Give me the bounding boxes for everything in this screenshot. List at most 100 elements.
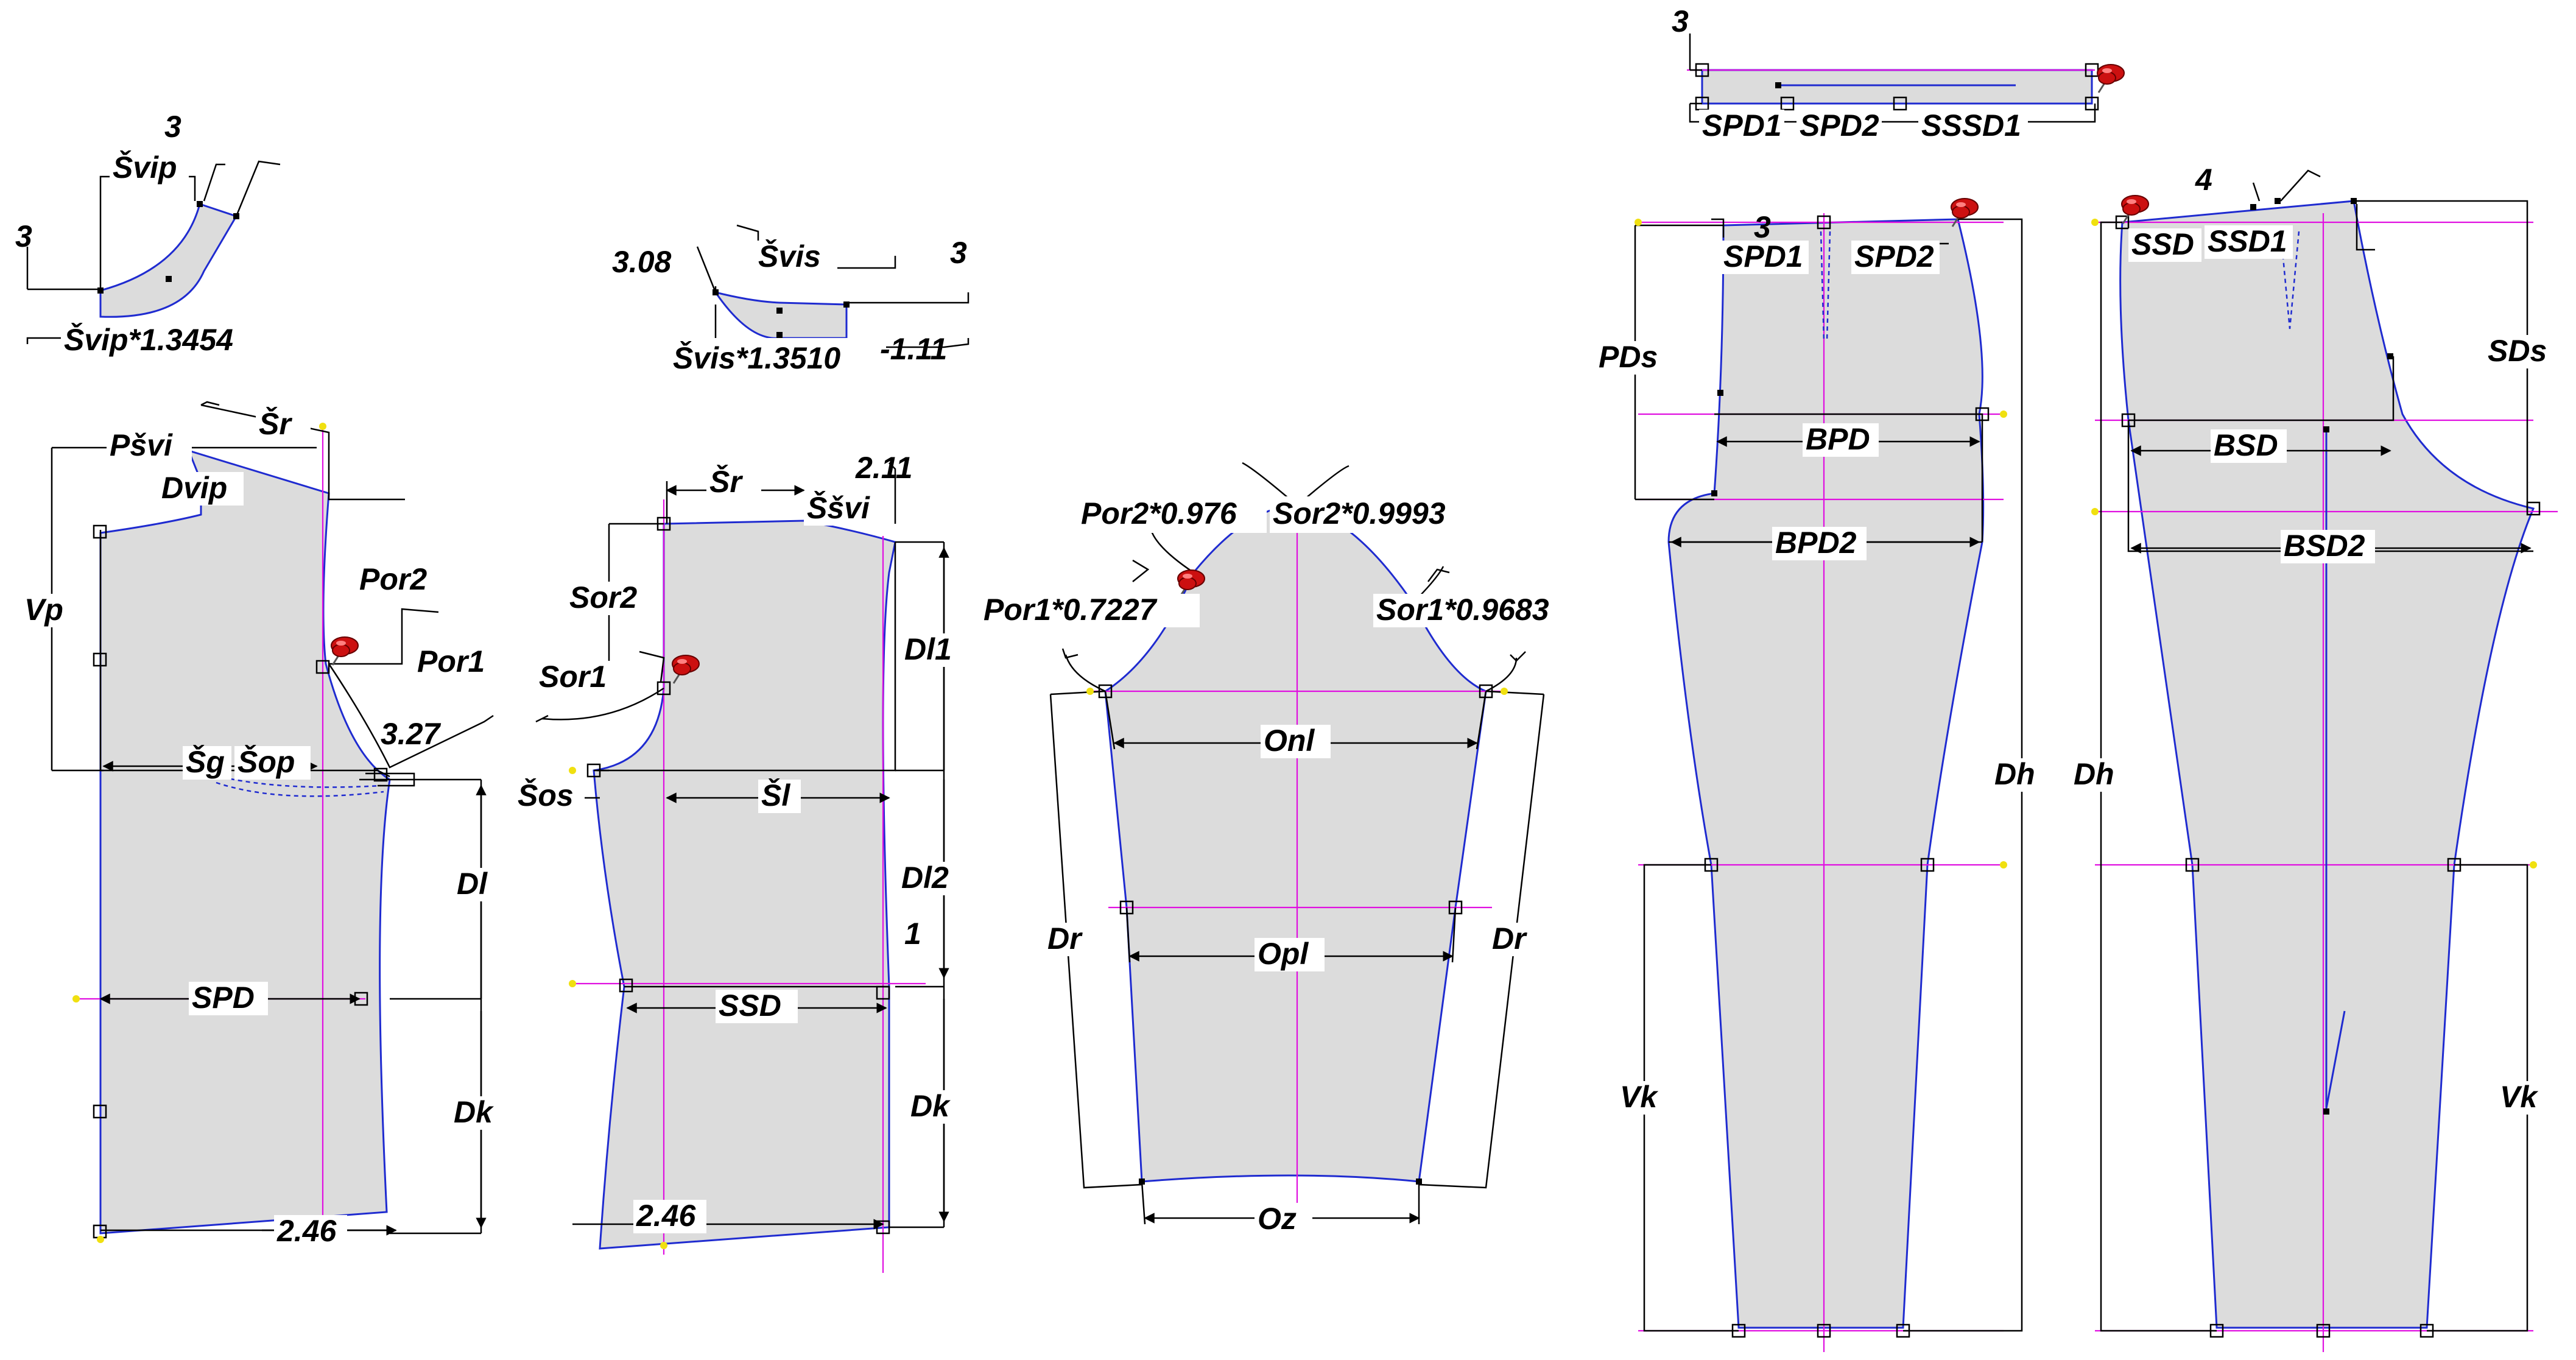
label-right-3: 3: [950, 236, 967, 270]
marker-dot: [2091, 508, 2099, 515]
front-bodice-piece[interactable]: Pšvi Šr Dvip Vp Por2 Por1 3.27 Šg Šop Dl…: [21, 401, 505, 1249]
grid-point-marker-icon: [2526, 501, 2541, 516]
point-marker: [2250, 204, 2256, 210]
label-ssd: SSD: [719, 988, 781, 1023]
dim-top-3: [203, 163, 225, 202]
push-pin-icon[interactable]: [2096, 63, 2125, 94]
grid-point-marker-icon: [93, 1104, 107, 1119]
label-1: 1: [904, 917, 921, 951]
grid-point-marker-icon: [1893, 96, 1907, 111]
marker-dot: [72, 995, 80, 1002]
point-marker: [1139, 1179, 1145, 1185]
label-top-3: 3: [164, 110, 181, 144]
label-spd2: SPD2: [1800, 108, 1879, 143]
point-marker: [1775, 82, 1781, 88]
label-por2: Por2*0.976: [1081, 496, 1237, 530]
label-onl: Onl: [1264, 724, 1315, 758]
dim-dr: [1049, 694, 1545, 1189]
sleeve-piece[interactable]: Por2*0.976 Sor2*0.9993 Por1*0.7227 Sor1*…: [980, 462, 1589, 1236]
label-dk: Dk: [910, 1089, 951, 1123]
point-marker: [233, 213, 239, 219]
marker-dot: [569, 767, 576, 774]
grid-point-marker-icon: [93, 524, 107, 539]
label-308: 3.08: [612, 245, 672, 279]
label-4: 4: [2195, 163, 2212, 197]
push-pin-icon[interactable]: [330, 636, 359, 666]
waistband-shape: [1701, 69, 2093, 105]
point-marker: [2351, 198, 2357, 204]
grid-point-marker-icon: [1448, 900, 1463, 915]
marker-dot: [1086, 688, 1094, 695]
label-111: -1.11: [880, 332, 947, 366]
grid-point-marker-icon: [586, 763, 601, 778]
label-bsd2: BSD2: [2284, 529, 2365, 563]
label-sor2: Sor2: [569, 580, 637, 615]
neck-facing-front-piece[interactable]: Švip 3 3 Švip*1.3454: [15, 110, 281, 358]
label-dr-right: Dr: [1492, 921, 1527, 956]
dart-dashes: [1820, 231, 1831, 342]
point-marker: [843, 301, 850, 308]
point-marker: [776, 332, 783, 338]
marker-dot: [2091, 219, 2099, 226]
grid-point-marker-icon: [1704, 858, 1719, 872]
point-marker: [166, 276, 172, 282]
grid-point-marker-icon: [2447, 858, 2462, 872]
grid-point-marker-icon: [1817, 1323, 1831, 1338]
back-bodice-piece[interactable]: Šr 2.11 Ššvi Sor2 Sor1 Dl1 Šos Šl Dl2 1 …: [515, 451, 971, 1273]
pant-back-piece[interactable]: 4 SSD SSD1 SDs BSD BSD2 Dh Vk: [2071, 163, 2564, 1352]
grid-point-marker-icon: [2316, 1323, 2331, 1338]
pant-front-piece[interactable]: 3 SPD1 SPD2 PDs BPD BPD2 Dh Vk: [1596, 197, 2049, 1352]
label-246: 2.46: [276, 1214, 337, 1248]
label-spd1: SPD1: [1702, 108, 1782, 143]
grid-point-marker-icon: [2185, 858, 2200, 872]
label-por1: Por1: [417, 644, 485, 678]
label-bsd: BSD: [2214, 428, 2278, 462]
label-ssd1: SSD1: [2208, 224, 2287, 258]
grid-point-marker-icon: [1780, 96, 1795, 111]
label-sos: Šos: [518, 778, 574, 812]
neck-facing-back-shape: [713, 291, 848, 339]
label-dh: Dh: [2074, 757, 2114, 791]
marker-dot: [2530, 861, 2537, 868]
label-dl1: Dl1: [904, 632, 952, 666]
label-oz: Oz: [1258, 1202, 1297, 1236]
neck-facing-back-piece[interactable]: 3.08 Švis 3 Švis*1.3510 -1.11: [612, 224, 970, 375]
point-marker: [2323, 1108, 2329, 1115]
label-vk: Vk: [2500, 1080, 2538, 1114]
label-sssd1: SSSD1: [1921, 108, 2021, 143]
label-sor1: Sor1: [539, 660, 607, 694]
marker-dot: [660, 1242, 667, 1249]
label-spd2: SPD2: [1854, 239, 1934, 273]
label-bpd2: BPD2: [1775, 526, 1857, 560]
marker-dot: [1501, 688, 1508, 695]
point-marker: [2323, 426, 2329, 432]
label-left-3: 3: [15, 219, 32, 253]
grid-point-marker-icon: [93, 652, 107, 667]
dim-right-3: [846, 292, 970, 304]
dim-sor1-arc: [535, 687, 664, 723]
pant-front-shape: [1667, 218, 1985, 1329]
label-sl: Šl: [761, 778, 790, 812]
dim-arcs: [1065, 462, 1518, 692]
point-marker: [197, 201, 203, 207]
label-pds: PDs: [1599, 340, 1658, 374]
grid-point-marker-icon: [1896, 1323, 1910, 1338]
grid-point-marker-icon: [876, 1220, 890, 1235]
grid-point-marker-icon: [2209, 1323, 2224, 1338]
grid-point-marker-icon: [656, 681, 671, 696]
marker-dot: [1635, 219, 1642, 226]
label-spd: SPD: [192, 981, 255, 1015]
push-pin-icon[interactable]: [2120, 194, 2150, 225]
label-vk: Vk: [1620, 1080, 1658, 1114]
marker-dot: [2000, 861, 2007, 868]
dim-308: [696, 246, 717, 293]
label-vp: Vp: [24, 593, 63, 627]
label-svip-scaled: Švip*1.3454: [64, 322, 233, 357]
dim-dl-dk: [359, 778, 482, 1235]
grid-point-marker-icon: [1119, 900, 1134, 915]
dim-left-3: [26, 247, 100, 291]
point-marker: [1711, 490, 1717, 496]
waistband-piece[interactable]: 3 SPD1 SPD2 SSSD1: [1672, 4, 2125, 143]
label-opl: Opl: [1258, 937, 1309, 971]
